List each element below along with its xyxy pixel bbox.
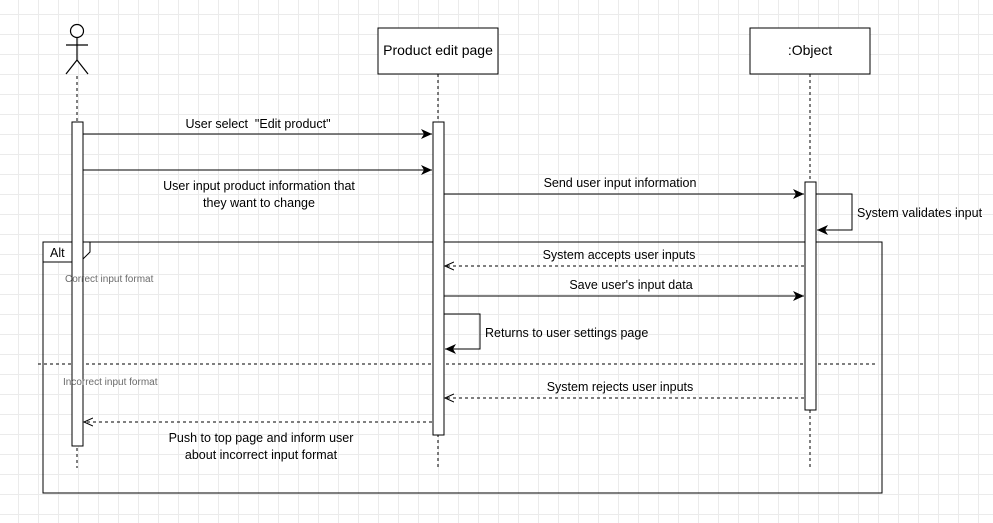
message-label-push-top-line1: Push to top page and inform user [169, 431, 354, 445]
message-label-input-info-line2: they want to change [203, 196, 315, 210]
message-arrow-return-settings [444, 313, 481, 354]
participant-label: :Object [788, 42, 832, 58]
participant-label: Product edit page [383, 42, 493, 58]
alt-fragment: Alt [38, 241, 883, 494]
alt-tag: Alt [50, 246, 65, 260]
alt-guard-correct: Correct input format [65, 274, 154, 285]
message-label-send-input: Send user input information [544, 176, 697, 190]
participant-object: :Object [749, 27, 871, 75]
message-label-push-top-line2: about incorrect input format [185, 448, 338, 462]
message-label-reject: System rejects user inputs [547, 380, 694, 394]
activation-object [804, 181, 817, 411]
message-label-accept: System accepts user inputs [543, 248, 696, 262]
message-label-save: Save user's input data [569, 278, 692, 292]
actor-figure [65, 23, 89, 75]
message-label-select-edit: User select "Edit product" [185, 117, 330, 131]
participant-product-edit-page: Product edit page [377, 27, 499, 75]
activation-product-edit-page [432, 121, 445, 436]
message-label-input-info-line1: User input product information that [163, 179, 355, 193]
message-label-validate: System validates input [857, 206, 983, 220]
alt-guard-incorrect: Incorrect input format [63, 377, 158, 388]
activation-actor [71, 121, 84, 447]
message-arrow-validate [816, 193, 853, 235]
message-label-return-settings: Returns to user settings page [485, 326, 648, 340]
